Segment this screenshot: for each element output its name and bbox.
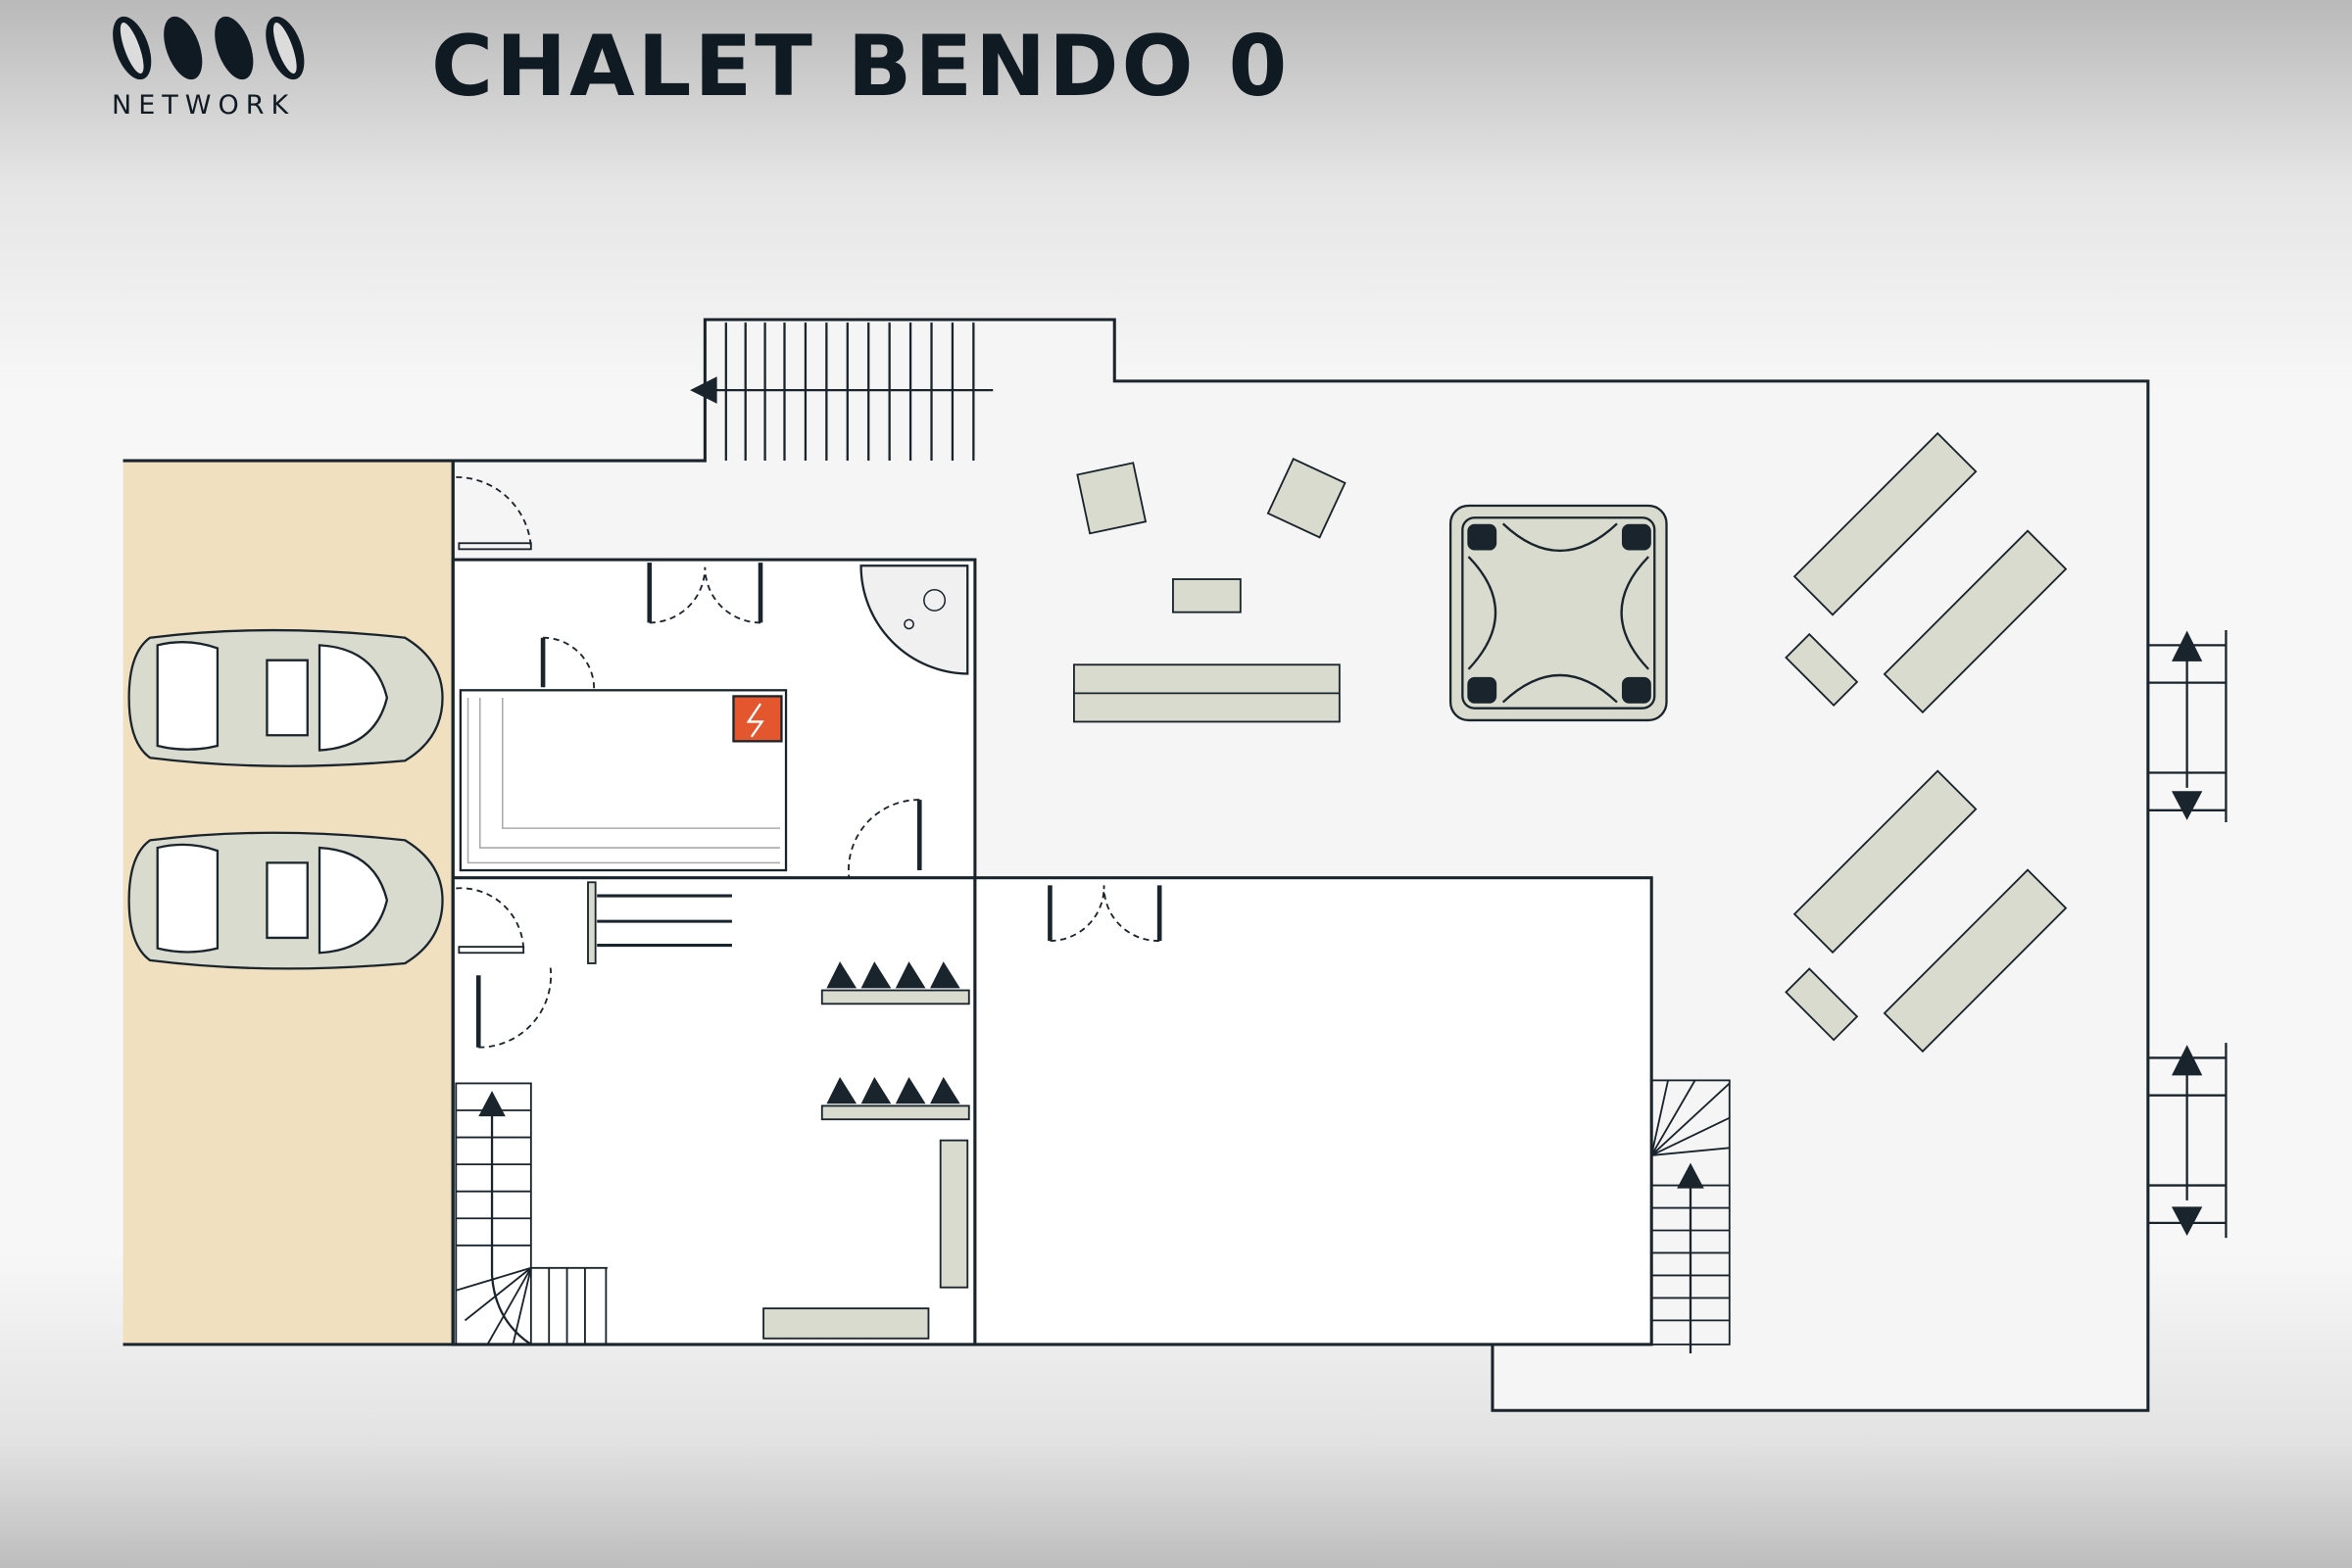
steps-right xyxy=(2147,630,2228,1239)
sun-loungers xyxy=(1785,431,2068,1054)
logo-text: NETWORK xyxy=(112,90,296,121)
logo-mark xyxy=(113,16,305,80)
car xyxy=(127,831,444,970)
arrow-up-icon xyxy=(478,1091,506,1117)
hot-tub xyxy=(1448,504,1668,722)
room-interior-right xyxy=(973,876,1653,1347)
arrow-up-icon xyxy=(1677,1162,1704,1189)
car xyxy=(127,628,444,767)
ski-rack xyxy=(587,881,970,1340)
stairs-top xyxy=(705,322,994,462)
page-title: CHALET BENDO 0 xyxy=(431,18,1291,116)
sauna xyxy=(459,689,788,872)
sauna-heater-icon xyxy=(732,695,783,743)
doors xyxy=(456,475,1162,1049)
outdoor-furniture xyxy=(1073,458,1347,723)
arrow-left-icon xyxy=(690,376,717,404)
